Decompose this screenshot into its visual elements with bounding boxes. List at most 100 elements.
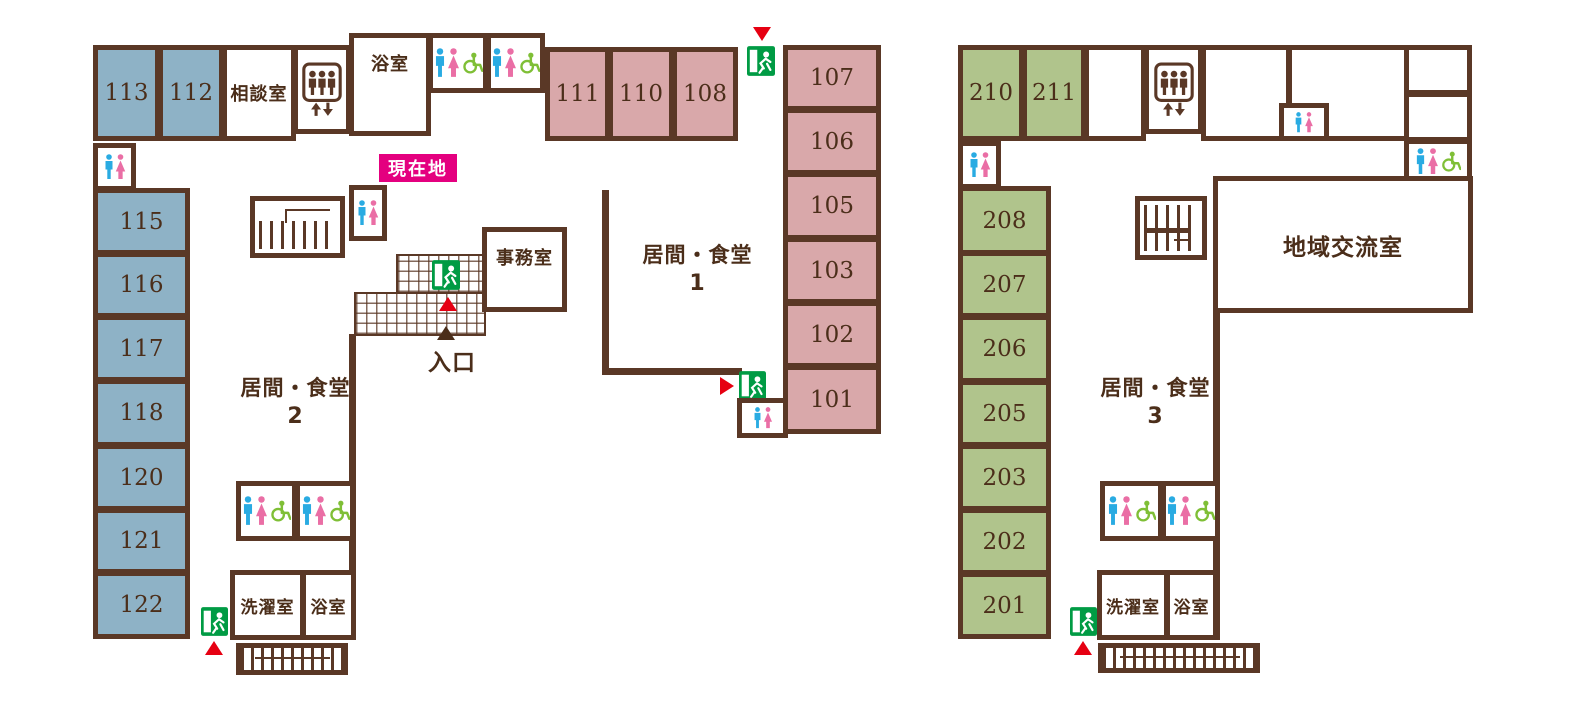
male-icon — [1107, 496, 1119, 526]
stairs-pattern — [259, 221, 336, 249]
stairs-arrow — [285, 209, 287, 223]
emergency-exit-icon — [432, 260, 460, 290]
male-icon — [491, 48, 503, 78]
wc-accessible-bottom-1 — [1100, 481, 1163, 541]
female-icon — [368, 200, 379, 226]
female-icon — [980, 152, 991, 178]
wc-accessible-bottom-2 — [295, 481, 355, 541]
stairs-bottom — [236, 643, 348, 675]
male-icon — [1415, 148, 1426, 175]
room-120: 120 — [93, 444, 190, 511]
room-white-top — [1084, 45, 1146, 141]
room-topright-1 — [1404, 45, 1472, 95]
room-consult: 相談室 — [222, 45, 296, 141]
living-dining-1-number: 1 — [689, 271, 706, 297]
wheelchair-icon — [1440, 151, 1461, 172]
female-icon — [115, 154, 126, 180]
living-dining-3-number: 3 — [1147, 404, 1164, 430]
room-121: 121 — [93, 508, 190, 574]
room-108: 108 — [672, 47, 738, 141]
stairs-bottom — [1098, 643, 1260, 673]
wall — [602, 190, 609, 375]
hatched-entrance-lower — [354, 292, 486, 336]
emergency-exit-icon — [201, 607, 228, 636]
room-206: 206 — [958, 315, 1051, 383]
room-102: 102 — [783, 301, 881, 368]
room-office: 事務室 — [482, 227, 567, 312]
room-topright-2 — [1404, 92, 1472, 142]
wc-accessible-bottom-1 — [236, 481, 297, 541]
wc-mf-right — [737, 398, 788, 438]
room-103: 103 — [783, 237, 881, 304]
wc-mf-left — [93, 143, 136, 191]
room-white-mid — [1201, 45, 1291, 141]
room-laundry: 洗濯室 — [230, 570, 305, 640]
elevator-room — [1144, 45, 1203, 134]
room-101: 101 — [783, 365, 881, 434]
room-community: 地域交流室 — [1213, 176, 1473, 313]
living-dining-2-label: 居間・食堂 2 — [213, 374, 378, 432]
room-205: 205 — [958, 380, 1051, 447]
elevator-icon — [302, 62, 342, 117]
stairs-arrow — [255, 657, 330, 659]
wheelchair-icon — [328, 500, 350, 522]
male-icon — [1294, 112, 1303, 133]
room-115: 115 — [93, 188, 190, 255]
room-laundry: 洗濯室 — [1097, 570, 1169, 640]
room-bath-top: 浴室 — [349, 33, 431, 136]
stairwell-mid — [1135, 196, 1207, 260]
emergency-exit-icon — [739, 371, 766, 400]
room-211: 211 — [1022, 45, 1086, 141]
emergency-exit-icon — [1070, 607, 1097, 636]
room-207: 207 — [958, 251, 1051, 318]
room-118: 118 — [93, 379, 190, 447]
exit-direction-arrow — [205, 641, 223, 655]
room-110: 110 — [608, 47, 674, 141]
male-icon — [434, 48, 446, 78]
female-icon — [1179, 496, 1192, 526]
wheelchair-icon — [461, 52, 483, 74]
room-111: 111 — [545, 47, 610, 141]
living-dining-2-number: 2 — [287, 404, 304, 430]
emergency-exit-icon — [747, 46, 775, 76]
male-icon — [1166, 496, 1178, 526]
male-icon — [969, 152, 979, 178]
wall — [1144, 228, 1188, 233]
male-icon — [104, 154, 114, 180]
female-icon — [763, 407, 773, 429]
stairs-arrow — [1120, 656, 1240, 658]
room-105: 105 — [783, 172, 881, 240]
stairs-arrow — [1188, 211, 1190, 239]
you-are-here-badge: 現在地 — [379, 154, 457, 182]
wc-accessible-top-2 — [486, 33, 545, 93]
room-bath-bottom: 浴室 — [301, 570, 356, 640]
room-122: 122 — [93, 571, 190, 639]
room-106: 106 — [783, 108, 881, 175]
room-203: 203 — [958, 444, 1051, 511]
elevator-icon — [1154, 62, 1194, 117]
entrance-direction-arrow — [439, 297, 457, 311]
male-icon — [301, 496, 313, 526]
room-bath: 浴室 — [1165, 570, 1218, 640]
stairs-arrow — [1174, 239, 1190, 241]
wc-accessible-bottom-2 — [1161, 481, 1220, 541]
room-201: 201 — [958, 572, 1051, 639]
female-icon — [1120, 496, 1133, 526]
wall — [1213, 312, 1220, 640]
entrance-label: 入口 — [428, 350, 476, 376]
male-icon — [242, 496, 254, 526]
exit-direction-arrow — [1074, 641, 1092, 655]
room-113: 113 — [93, 45, 160, 141]
living-dining-2-text: 居間・食堂 — [240, 376, 351, 400]
entrance-marker-triangle — [437, 326, 455, 340]
female-icon — [504, 48, 517, 78]
room-112: 112 — [158, 45, 224, 141]
exit-direction-arrow — [753, 27, 771, 41]
female-icon — [447, 48, 460, 78]
elevator-room — [293, 45, 351, 134]
stairs-arrow — [285, 209, 330, 211]
room-117: 117 — [93, 315, 190, 382]
wall — [602, 368, 742, 375]
living-dining-1-label: 居間・食堂 1 — [615, 241, 780, 299]
room-116: 116 — [93, 252, 190, 318]
